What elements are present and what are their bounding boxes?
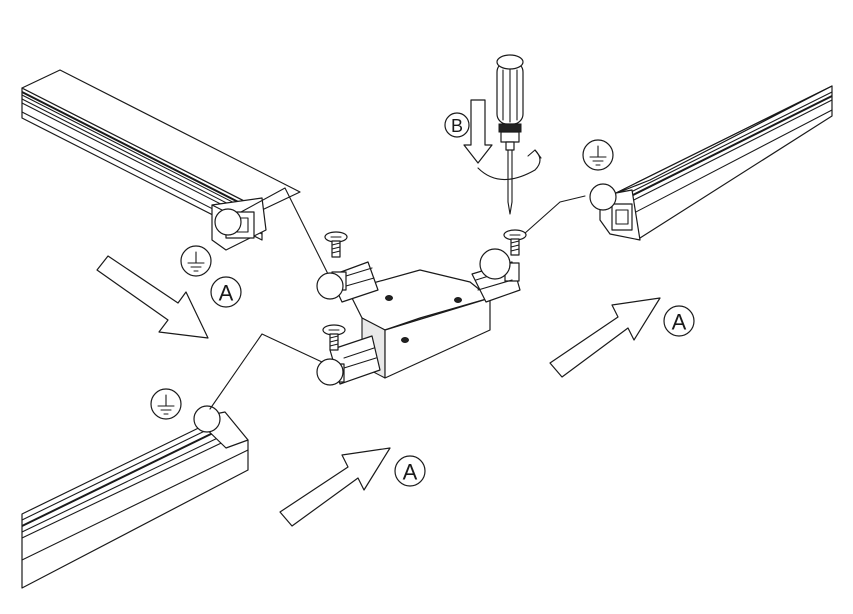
arrow-a-bottom [279,447,391,527]
screwdriver [496,54,524,215]
track-rail-top-right [599,85,833,241]
track-rail-top-left [21,69,301,251]
detail-circle-top-left [214,208,242,236]
callout-b: B [444,112,470,138]
detail-circle-connector-left [316,272,344,300]
leader-lines [209,187,586,410]
ground-symbol-icon [180,245,212,277]
ground-symbol-icon [582,139,614,171]
arrow-a-right [549,297,661,378]
detail-circle-bottom-left [193,405,221,433]
arrow-a-left [96,255,209,339]
screw-bottom [322,324,346,351]
callout-b-text: B [451,116,463,136]
detail-circle-top-right [589,183,617,211]
screw-right [503,229,527,256]
detail-circle-connector-right [479,248,511,280]
detail-circle-connector-bottom [316,358,344,386]
track-rail-bottom-left [21,411,249,589]
callout-a-right-text: A [672,310,687,335]
callout-a-bottom-text: A [403,460,418,485]
rotation-arrow [477,149,542,181]
callout-a-bottom: A [394,455,426,487]
ground-symbol-icon [150,388,182,420]
callout-a-left-text: A [219,281,234,306]
callout-a-left: A [210,276,242,308]
down-arrow [463,99,493,164]
t-connector [329,261,521,385]
callout-a-right: A [663,305,695,337]
screw-left [324,231,348,258]
